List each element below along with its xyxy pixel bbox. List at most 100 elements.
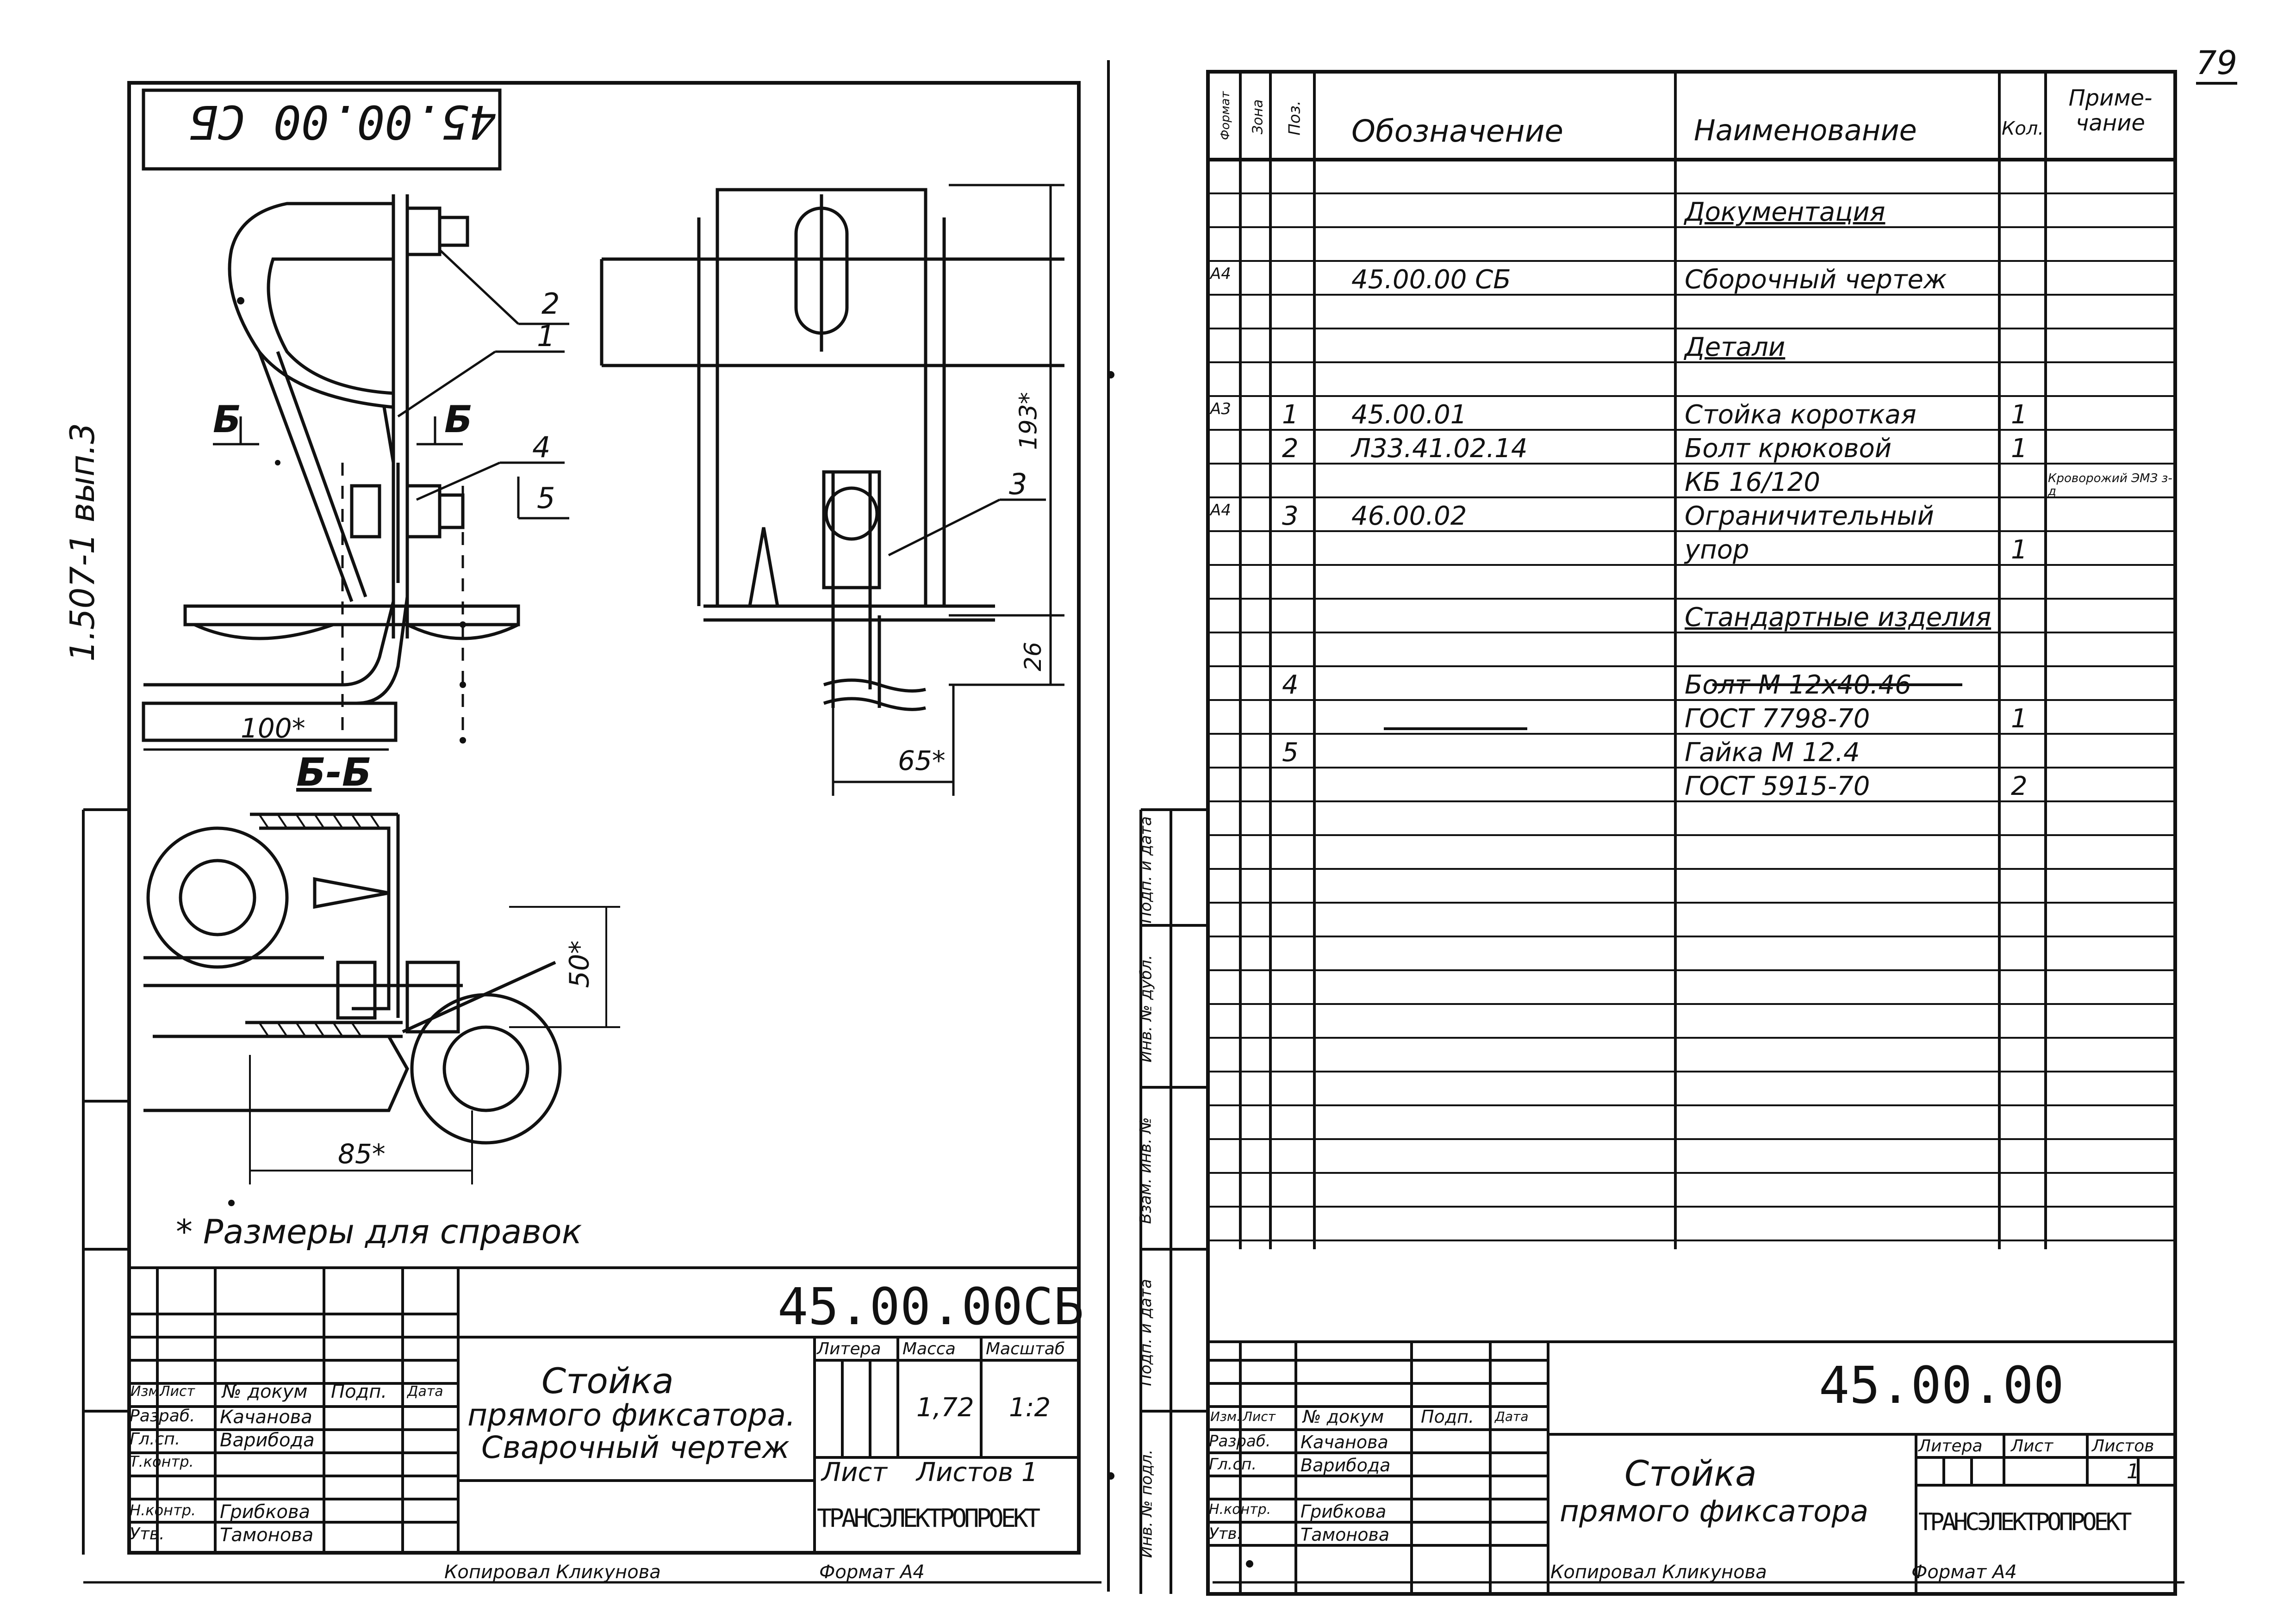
right-sheet-lines	[1107, 60, 2177, 1596]
right-bottom-note: Копировал Кликунова	[1550, 1562, 1767, 1583]
spec-head-zone: Зона	[1250, 99, 1266, 135]
spec-cell-name: упор	[1685, 535, 1749, 565]
spec-head-format: Формат	[1218, 91, 1232, 140]
right-col-doc: № докум	[1303, 1407, 1384, 1427]
section-mark-right: Б	[444, 398, 473, 441]
spec-row-lines	[1208, 192, 2175, 1241]
left-scale: 1:2	[1009, 1393, 1051, 1423]
spec-cell-pos: 4	[1282, 670, 1299, 700]
left-name-2: Варибода	[220, 1430, 315, 1451]
spec-cell-format: А3	[1210, 400, 1231, 418]
section-label: Б-Б	[296, 750, 372, 795]
spec-cell-name: Детали	[1685, 332, 1786, 362]
front-view-part	[600, 188, 1064, 711]
spec-cell-pos: 1	[1282, 400, 1299, 430]
dim-50: 50*	[563, 940, 595, 988]
spec-cell-name: Болт М 12х40.46	[1685, 670, 1911, 700]
left-col-list: Лист	[160, 1383, 195, 1400]
right-head-list: Лист	[2011, 1437, 2053, 1456]
side-vertical-text: 1.507-1 вып.3	[62, 423, 102, 662]
callout-4: 4	[532, 430, 551, 464]
spec-cell-designation: 45.00.00 СБ	[1351, 265, 1511, 295]
right-name-4: Тамонова	[1300, 1525, 1390, 1545]
left-role-1: Разраб.	[130, 1407, 195, 1426]
left-format-note: Формат А4	[819, 1562, 925, 1583]
spec-head-pos: Поз.	[1285, 100, 1304, 136]
right-col-list: Лист	[1243, 1409, 1276, 1424]
spec-cell-qty: 1	[2011, 704, 2028, 734]
left-title-line-3: Сварочный чертеж	[481, 1430, 790, 1465]
left-col-sign: Подп.	[331, 1381, 387, 1402]
spec-head-designation: Обозначение	[1351, 113, 1563, 149]
right-col-izm: Изм.	[1210, 1409, 1241, 1424]
right-role-3: Н.контр.	[1209, 1501, 1271, 1518]
spec-cell-name: Стойка короткая	[1685, 400, 1916, 430]
side-label-4: Подп. и дата	[1136, 1279, 1155, 1386]
spec-cell-note: Кроворожий ЭМЗ з-д	[2048, 471, 2172, 498]
spec-cell-pos: 2	[1282, 434, 1299, 464]
left-title-line-1: Стойка	[541, 1360, 674, 1401]
callout-3: 3	[1009, 467, 1027, 501]
spec-cell-designation: 45.00.01	[1351, 400, 1467, 430]
left-role-2: Гл.сп.	[130, 1430, 180, 1449]
section-view-part	[143, 812, 562, 1145]
spec-cell-qty: 2	[2011, 771, 2028, 801]
right-col-sign: Подп.	[1421, 1407, 1475, 1427]
left-frame	[127, 81, 1081, 1555]
left-head-mass: Масса	[902, 1339, 956, 1358]
spec-cell-name: Сборочный чертеж	[1685, 265, 1947, 295]
spec-cell-name: Болт крюковой	[1685, 434, 1892, 464]
side-label-1: Подп. и дата	[1136, 816, 1155, 924]
spec-cell-qty: 1	[2011, 434, 2028, 464]
spec-cell-pos: 5	[1282, 738, 1299, 768]
dim-26: 26	[1019, 642, 1046, 671]
left-head-litera: Литера	[817, 1339, 881, 1358]
right-name-3: Грибкова	[1300, 1501, 1387, 1522]
left-head-scale: Масштаб	[986, 1339, 1065, 1358]
right-company: ТРАНСЭЛЕКТРОПРОЕКТ	[1918, 1508, 2132, 1536]
left-role-4: Н.контр.	[130, 1501, 196, 1519]
section-mark-left: Б	[213, 398, 241, 441]
side-label-2: Инв. № дубл.	[1137, 955, 1156, 1063]
right-title-line-2: прямого фиксатора	[1560, 1494, 1869, 1529]
dim-65: 65*	[898, 745, 946, 776]
spec-cell-designation: 46.00.02	[1351, 501, 1467, 531]
left-col-doc: № докум	[222, 1381, 308, 1402]
left-title-block-lines	[127, 1266, 1081, 1555]
spec-cell-designation: Л33.41.02.14	[1351, 434, 1528, 464]
left-role-5: Утв.	[130, 1525, 165, 1543]
spec-cell-name: Стандартные изделия	[1685, 602, 1991, 632]
spec-head-note: Приме-чание	[2068, 85, 2153, 136]
left-col-date: Дата	[407, 1383, 443, 1400]
left-name-4: Грибкова	[220, 1501, 311, 1523]
footnote: * Размеры для справок	[176, 1212, 582, 1251]
right-sheets-count: 1	[2127, 1460, 2140, 1483]
page-number: 79	[2196, 44, 2238, 85]
left-role-3: Т.контр.	[130, 1453, 194, 1470]
left-name-5: Тамонова	[220, 1525, 314, 1546]
right-format-note: Формат А4	[1911, 1562, 2017, 1583]
rotated-code-box	[142, 88, 502, 171]
spec-cell-pos: 3	[1282, 501, 1299, 531]
spec-cell-name: Гайка М 12.4	[1685, 738, 1860, 768]
spec-cell-name: ГОСТ 7798-70	[1685, 704, 1870, 734]
spec-head-name: Наименование	[1694, 113, 1917, 147]
side-label-3: Взам. инв. №	[1136, 1117, 1155, 1224]
spec-cell-format: А4	[1210, 501, 1231, 520]
left-name-1: Качанова	[220, 1407, 312, 1428]
spec-cell-name: Ограничительный	[1685, 501, 1934, 531]
callout-5: 5	[537, 481, 555, 515]
callout-2: 2	[541, 287, 560, 321]
side-label-5: Инв. № подл.	[1137, 1449, 1156, 1558]
callout-1: 1	[537, 319, 555, 353]
right-role-1: Разраб.	[1209, 1432, 1271, 1450]
right-col-date: Дата	[1495, 1409, 1529, 1424]
right-role-2: Гл.сп.	[1209, 1455, 1257, 1474]
right-code: 45.00.00	[1819, 1356, 2064, 1415]
left-title-line-2: прямого фиксатора.	[467, 1397, 796, 1433]
spec-head-qty: Кол.	[2002, 118, 2044, 139]
dim-193: 193*	[1014, 392, 1043, 450]
right-title-line-1: Стойка	[1624, 1453, 1757, 1494]
dim-85: 85*	[338, 1138, 386, 1170]
